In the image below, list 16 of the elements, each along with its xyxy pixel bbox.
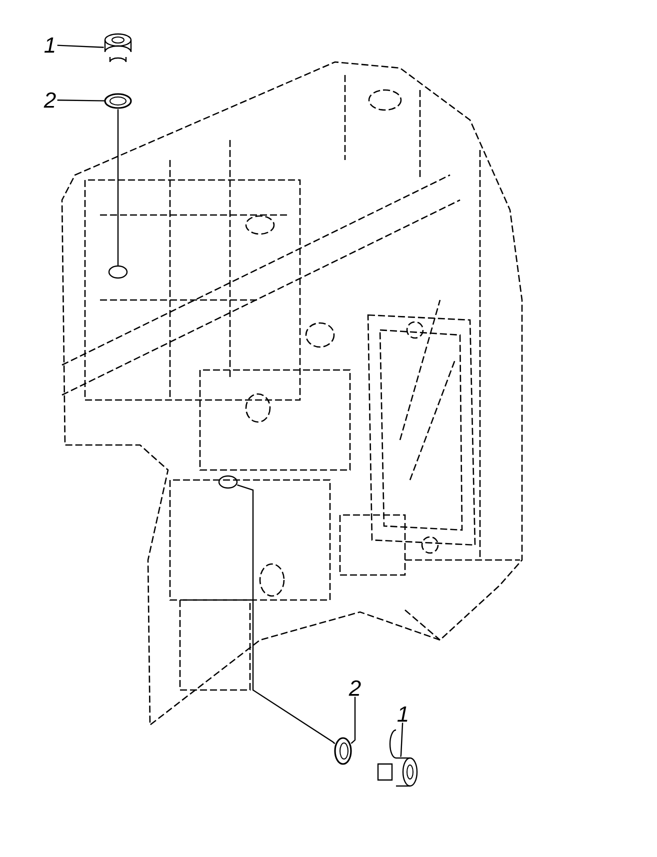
plug-drawing: [377, 729, 418, 787]
washer-drawing: [104, 93, 132, 109]
leader-line: [57, 44, 104, 48]
leader-line: [117, 109, 119, 266]
bolt-hole: [108, 265, 128, 279]
plug-drawing: [104, 33, 132, 63]
callout-number: 2: [348, 680, 361, 696]
leader-line: [57, 100, 105, 102]
callout-number: 2: [44, 92, 56, 108]
leader-line: [237, 484, 336, 744]
leader-line: [350, 696, 356, 744]
washer-drawing: [334, 737, 352, 765]
callout-number: 1: [397, 706, 408, 722]
leader-line: [400, 722, 404, 757]
callout-number: 1: [44, 37, 54, 53]
bolt-hole: [218, 475, 238, 489]
